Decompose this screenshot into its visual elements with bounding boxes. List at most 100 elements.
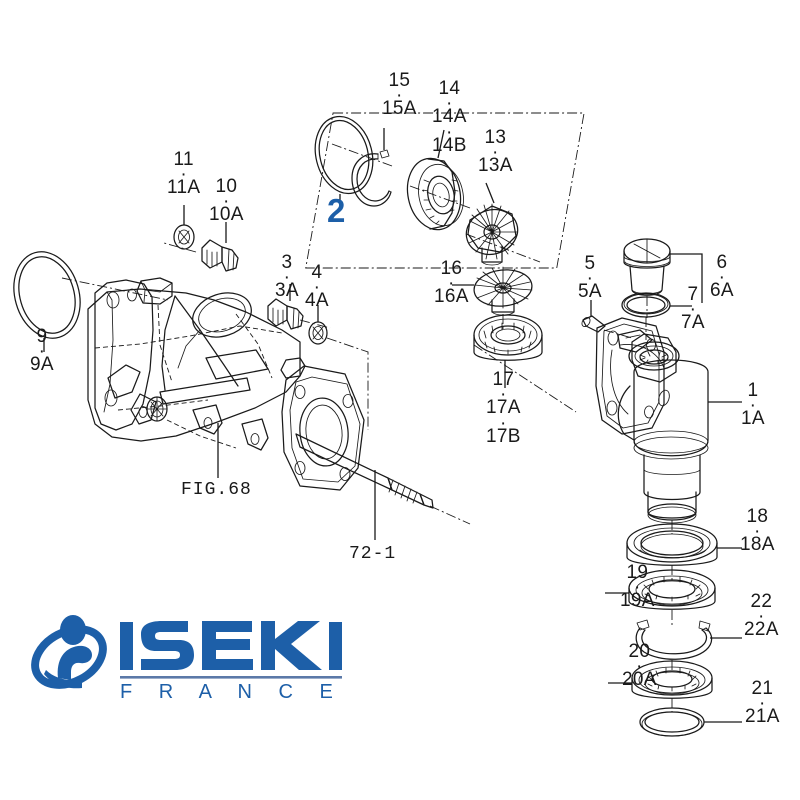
callout-19-subnumber: 19A [620,590,655,612]
part-o-ring-9 [13,251,169,352]
callout-5-dot: · [586,268,594,290]
callout-18-subnumber: 18A [740,534,775,556]
group-number-2: 2 [327,192,346,229]
callout-22-dot: · [758,606,765,628]
callout-17: 17 · 17A · 17B [486,369,521,447]
part-snap-ring-15a [351,128,392,207]
callout-6-dot: · [718,267,726,289]
callout-9-dot: · [38,341,46,363]
callout-18-number: 18 [746,506,769,527]
callout-14-subnumber-a: 14A [432,106,467,128]
part-filler-cap-6 [623,238,703,318]
part-ball-bearing-14 [406,129,471,231]
part-steering-gear-housing-1 [595,317,742,534]
group-2-boundary [305,112,585,269]
callout-21-dot: · [759,693,766,715]
callout-3-number: 3 [281,252,293,273]
part-snap-ring-22 [635,619,742,672]
iseki-person-leaf-logo [31,615,107,689]
part-bearing-ring-20 [608,660,713,712]
callout-11: 11 · 11A [167,150,200,198]
callout-3-subnumber: 3A [275,280,299,302]
callout-19-number: 19 [626,562,649,583]
callout-11-dot: · [180,164,187,186]
callout-21-number: 21 [751,678,774,699]
callout-20-number: 20 [628,641,651,662]
callout-10-dot: · [223,191,230,213]
callout-6-number: 6 [716,252,728,273]
callout-4-number: 4 [311,262,323,283]
callout-19-dot: · [634,577,641,599]
part-washer-4 [308,305,369,430]
callout-7: 7 · 7A [681,285,705,333]
callout-9: 9 · 9A [30,327,54,375]
callout-22-number: 22 [750,591,773,612]
callout-7-number: 7 [687,284,699,305]
callout-14-subnumber-b: 14B [432,134,467,156]
part-o-ring-15 [314,115,393,210]
callout-6-subnumber: 6A [710,280,734,302]
callout-1-subnumber: 1A [741,408,765,430]
part-bevel-gear-13 [465,182,541,266]
callout-16-number: 16 [440,258,463,279]
callout-17-subnumber-b: 17B [486,425,521,447]
callout-17-dot-1: · [500,384,507,406]
callout-5: 5 · 5A [578,254,602,302]
callout-11-subnumber: 11A [167,177,201,199]
callout-4-subnumber: 4A [305,290,329,312]
callout-5-number: 5 [584,253,596,274]
callout-17-subnumber-a: 17A [486,397,521,419]
callout-14-dot-1: · [446,93,453,115]
transmission-case-assembly [87,277,365,491]
callout-18: 18 · 18A [740,507,775,555]
callout-4: 4 · 4A [305,263,329,311]
logo-subtitle: F R A N C E [120,681,343,703]
callout-21-subnumber: 21A [745,706,780,728]
callout-21: 21 · 21A [745,679,780,727]
callout-18-dot: · [754,521,761,543]
callout-1-dot: · [749,395,757,417]
callout-20: 20 · 20A [622,642,657,690]
callout-15-dot: · [396,85,403,107]
callout-10-number: 10 [215,176,238,197]
callout-16: 16 · 16A [434,259,469,307]
callout-19: 19 · 19A [620,563,655,611]
part-bearing-ring-19 [605,569,716,625]
callout-22-subnumber: 22A [744,619,779,641]
callout-10: 10 · 10A [209,177,244,225]
callout-13-number: 13 [484,127,507,148]
logo-wordmark [120,621,342,670]
callout-6: 6 · 6A [710,253,734,301]
callout-14: 14 · 14A · 14B [432,78,467,156]
callout-14-dot-2: · [446,121,453,143]
callout-7-subnumber: 7A [681,312,705,334]
callout-17-dot-2: · [500,412,507,434]
part-washer-11 [173,205,195,250]
callout-4-dot: · [313,277,321,299]
part-seal-ring-18 [626,523,742,582]
callout-22: 22 · 22A [744,592,779,640]
callout-14-number: 14 [438,78,461,99]
callout-13-dot: · [492,142,499,164]
callout-17-number: 17 [492,369,515,390]
callout-7-dot: · [689,299,697,321]
part-o-ring-21 [639,707,742,737]
callout-10-subnumber: 10A [209,204,244,226]
reference-label-72-1: 72-1 [349,544,397,564]
logo-divider [120,676,342,679]
part-gasket-ring-7 [621,292,692,340]
part-bolt-10 [163,222,239,272]
callout-9-number: 9 [36,326,48,347]
callout-1-number: 1 [747,380,759,401]
reference-leader-lines [217,423,376,540]
callout-15-number: 15 [388,70,411,91]
part-dowel-pin-5 [581,300,633,339]
drive-shaft [295,433,471,525]
callout-9-subnumber: 9A [30,354,54,376]
callout-3-dot: · [283,267,291,289]
callout-16-dot: · [448,273,455,295]
part-bevel-pinion-16 [452,266,533,330]
iseki-france-logo: F R A N C E [28,608,368,704]
